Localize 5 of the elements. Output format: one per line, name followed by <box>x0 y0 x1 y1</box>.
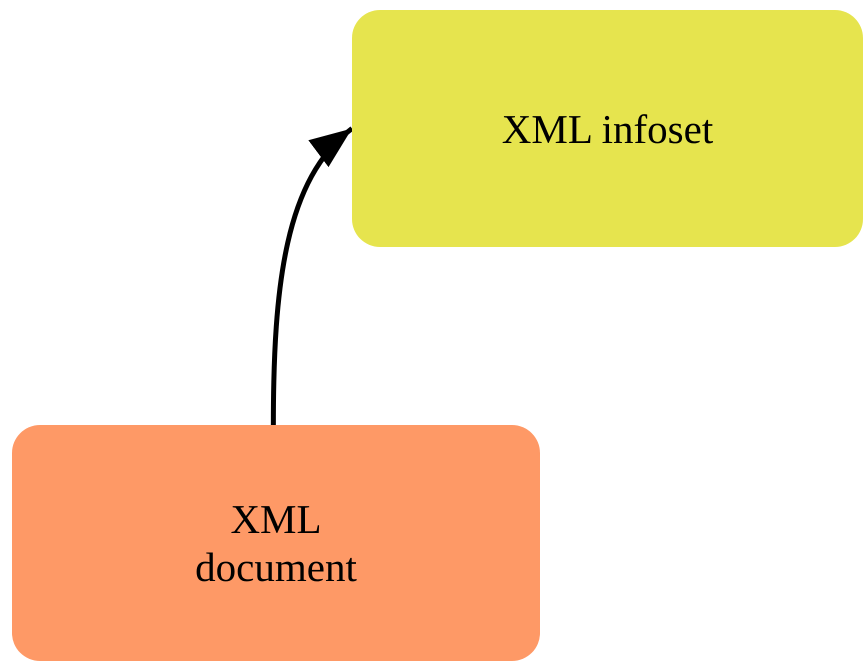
arrow <box>270 126 354 426</box>
rounded-box <box>12 425 540 661</box>
node-label: XML infoset <box>502 104 714 152</box>
rounded-box <box>352 10 863 247</box>
node-label: XML document <box>194 495 358 591</box>
